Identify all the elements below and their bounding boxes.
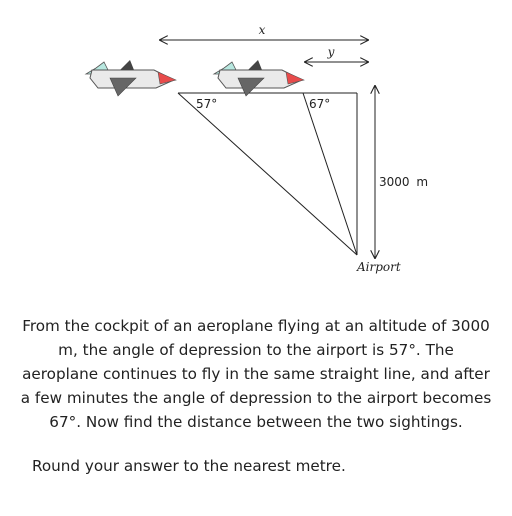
x-label: x	[259, 23, 266, 37]
angle-67-label: 67°	[309, 97, 330, 111]
angle-57-label: 57°	[196, 97, 217, 111]
problem-text: From the cockpit of an aeroplane flying …	[20, 317, 492, 431]
rounding-instruction: Round your answer to the nearest metre.	[32, 457, 346, 475]
aeroplane-first-position-icon	[84, 60, 177, 97]
altitude-label: 3000 m	[379, 175, 428, 189]
y-label: y	[327, 45, 335, 59]
airport-label: Airport	[356, 260, 401, 274]
aeroplane-second-position-icon	[212, 60, 305, 97]
first-sight-line	[177, 92, 358, 256]
second-sight-line	[302, 92, 358, 256]
altitude-unit: m	[416, 175, 428, 189]
altitude-value: 3000	[379, 175, 410, 189]
